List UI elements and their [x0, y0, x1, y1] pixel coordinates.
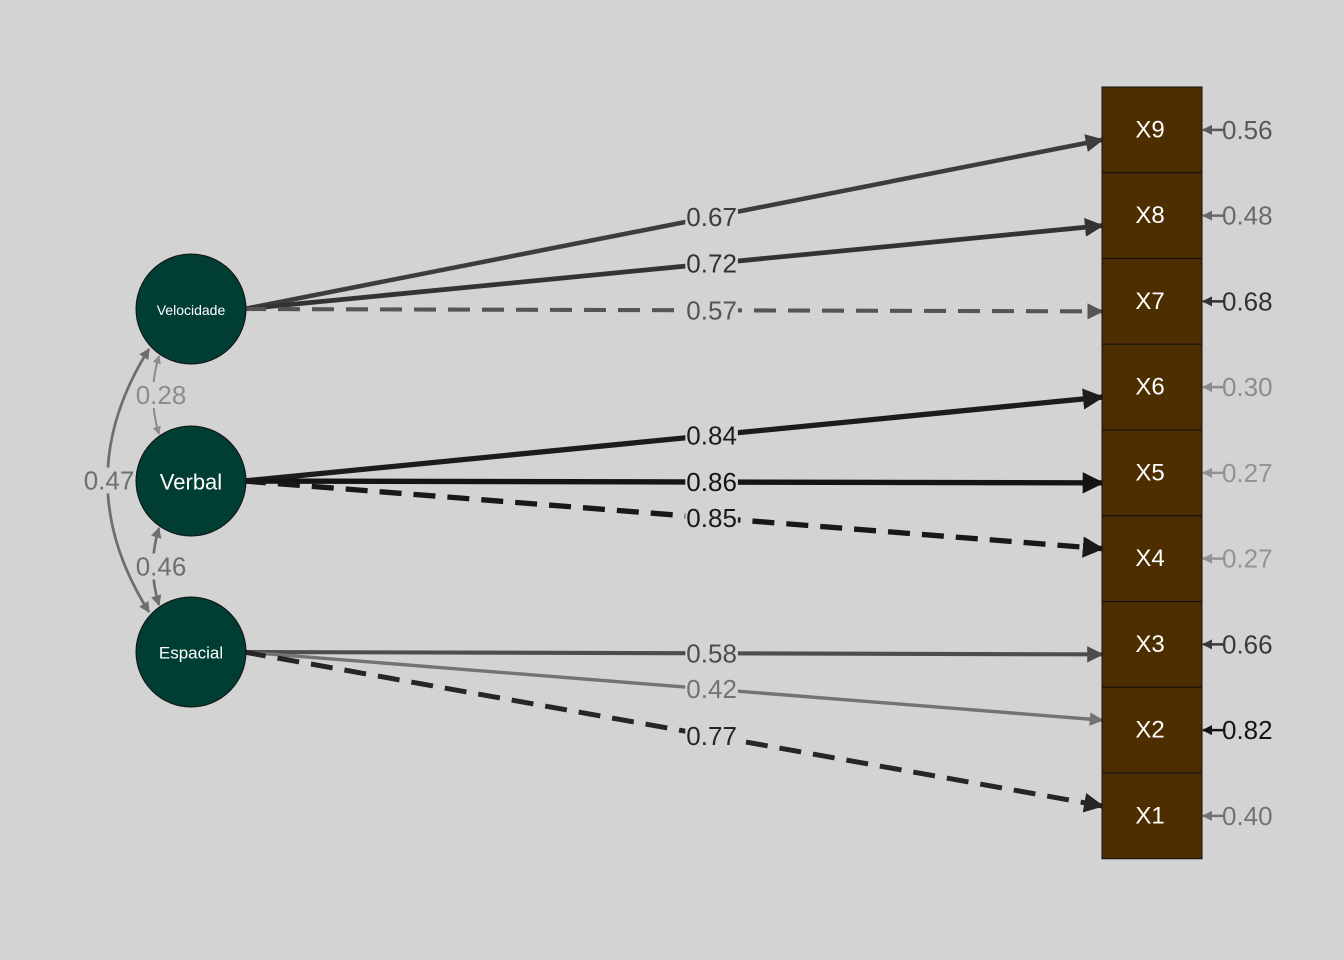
latent-node-vel [135, 253, 247, 365]
manifest-label-X9: X9 [1135, 116, 1164, 143]
covariance-label-vel-esp-bg [82, 467, 136, 494]
residual-label-X4: 0.27 [1222, 544, 1273, 574]
loading-label-X3-bg [685, 640, 738, 667]
loading-esp-X2 [243, 650, 1104, 726]
loading-verb-X4 [243, 478, 1105, 558]
loading-vel-X7 [243, 303, 1104, 320]
manifest-box-X9 [1101, 86, 1203, 174]
loading-label-X4-bg [685, 504, 738, 531]
loading-label-X9-bg [685, 203, 738, 230]
latent-label-vel: Velocidade [157, 302, 226, 318]
loading-verb-X5 [243, 472, 1105, 494]
residual-arrows [1202, 124, 1224, 821]
loading-label-X5-bg [685, 469, 738, 496]
loading-verb-X6 [243, 388, 1105, 484]
residual-label-X8: 0.48 [1222, 201, 1273, 231]
loading-label-X6-bg [685, 422, 738, 449]
loading-label-X6: 0.84 [686, 420, 737, 450]
residual-label-X3: 0.66 [1222, 629, 1273, 659]
loading-label-X7: 0.57 [686, 295, 737, 325]
loading-label-X3: 0.58 [686, 638, 737, 668]
latent-node-esp [135, 596, 247, 708]
manifest-label-X7: X7 [1135, 288, 1164, 315]
manifest-box-X8 [1101, 172, 1203, 259]
loading-label-X1-bg [685, 722, 738, 749]
residual-label-X1: 0.40 [1222, 801, 1273, 831]
loading-label-X2-bg [685, 676, 738, 703]
loading-label-X7-bg [685, 297, 738, 324]
manifest-label-X1: X1 [1135, 802, 1164, 829]
manifest-label-X4: X4 [1135, 545, 1164, 572]
residual-label-X9: 0.56 [1222, 115, 1273, 145]
residual-label-X6: 0.30 [1222, 372, 1273, 402]
manifest-label-X5: X5 [1135, 459, 1164, 486]
latent-label-esp: Espacial [159, 644, 223, 663]
loading-label-X8-bg [685, 250, 738, 277]
manifest-box-X1 [1101, 772, 1203, 860]
covariance-label-vel-esp: 0.47 [84, 466, 135, 496]
residual-label-X2: 0.82 [1222, 715, 1273, 745]
residual-label-X7: 0.68 [1222, 286, 1273, 316]
latent-node-verb [135, 425, 247, 537]
loading-label-X4: 0.85 [686, 503, 737, 533]
coefficient-labels: 0.28 0.46 0.47 0.67 0.72 0.57 0.84 0.86 0.85 0.58… [82, 115, 1273, 831]
manifest-box-X7 [1101, 258, 1203, 345]
loading-vel-X9 [243, 134, 1104, 312]
manifest-label-X2: X2 [1135, 717, 1164, 744]
loading-paths [243, 134, 1105, 813]
loading-vel-X8 [243, 217, 1104, 312]
manifest-box-X2 [1101, 686, 1203, 774]
covariance-label-verb-esp-bg [134, 553, 188, 580]
loading-label-X2: 0.42 [686, 674, 737, 704]
manifest-label-X6: X6 [1135, 374, 1164, 401]
covariance-label-vel-verb: 0.28 [136, 380, 187, 410]
manifest-label-X3: X3 [1135, 631, 1164, 658]
loading-esp-X1 [243, 649, 1104, 813]
manifest-label-X8: X8 [1135, 202, 1164, 229]
loading-label-X1: 0.77 [686, 721, 737, 751]
loading-label-X5: 0.86 [686, 467, 737, 497]
loading-label-X9: 0.67 [686, 202, 737, 232]
latent-label-verb: Verbal [160, 470, 222, 495]
covariance-label-vel-verb-bg [134, 382, 188, 408]
manifest-box-X6 [1101, 343, 1203, 431]
loading-esp-X3 [243, 646, 1104, 663]
covariance-label-verb-esp: 0.46 [136, 552, 187, 582]
residual-label-X5: 0.27 [1222, 458, 1273, 488]
manifest-box-X3 [1101, 601, 1203, 688]
loading-label-X8: 0.72 [686, 249, 737, 279]
